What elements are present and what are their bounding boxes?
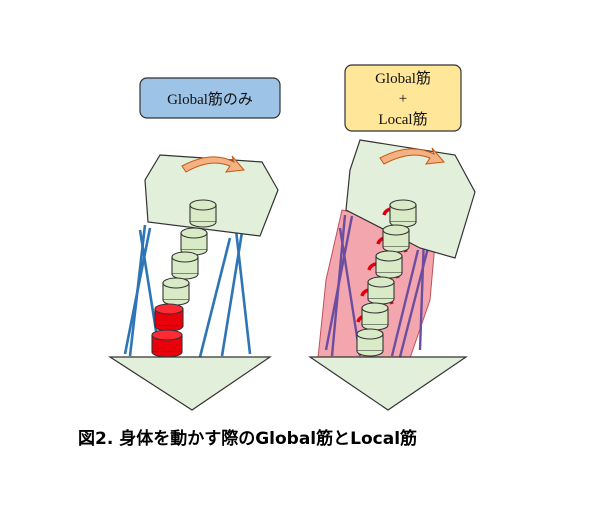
vertebra — [367, 276, 395, 305]
left-label-box — [139, 77, 281, 119]
figure-caption: 図2. 身体を動かす際のGlobal筋とLocal筋 — [78, 429, 418, 449]
right-label-line2: + — [399, 91, 407, 107]
vertebra — [162, 277, 190, 306]
vertebra-injured — [154, 303, 184, 332]
curved-arrow-icon — [379, 147, 445, 165]
vertebra — [189, 199, 217, 228]
vertebra — [171, 251, 199, 280]
left-upper-block — [144, 154, 279, 237]
vertebra — [382, 224, 410, 253]
left-lower-triangle — [107, 356, 272, 411]
right-vertebrae — [356, 199, 417, 357]
left-vertebrae — [151, 199, 217, 358]
vertebra — [356, 328, 384, 357]
left-global-muscles — [123, 224, 252, 358]
vertebra — [361, 302, 389, 331]
right-label-line3: Local筋 — [378, 111, 427, 128]
vertebra — [375, 250, 403, 279]
curved-arrow-icon — [181, 155, 245, 173]
right-lower-triangle — [308, 356, 468, 411]
vertebra — [389, 199, 417, 228]
left-panel: Global筋のみ — [107, 77, 281, 411]
right-label-box — [344, 64, 462, 132]
vertebra — [180, 227, 208, 256]
right-panel: Global筋 + Local筋 — [308, 64, 476, 411]
right-label-line1: Global筋 — [375, 70, 431, 87]
vertebra-injured — [151, 329, 183, 358]
right-upper-block — [345, 139, 476, 259]
left-label: Global筋のみ — [167, 91, 253, 108]
